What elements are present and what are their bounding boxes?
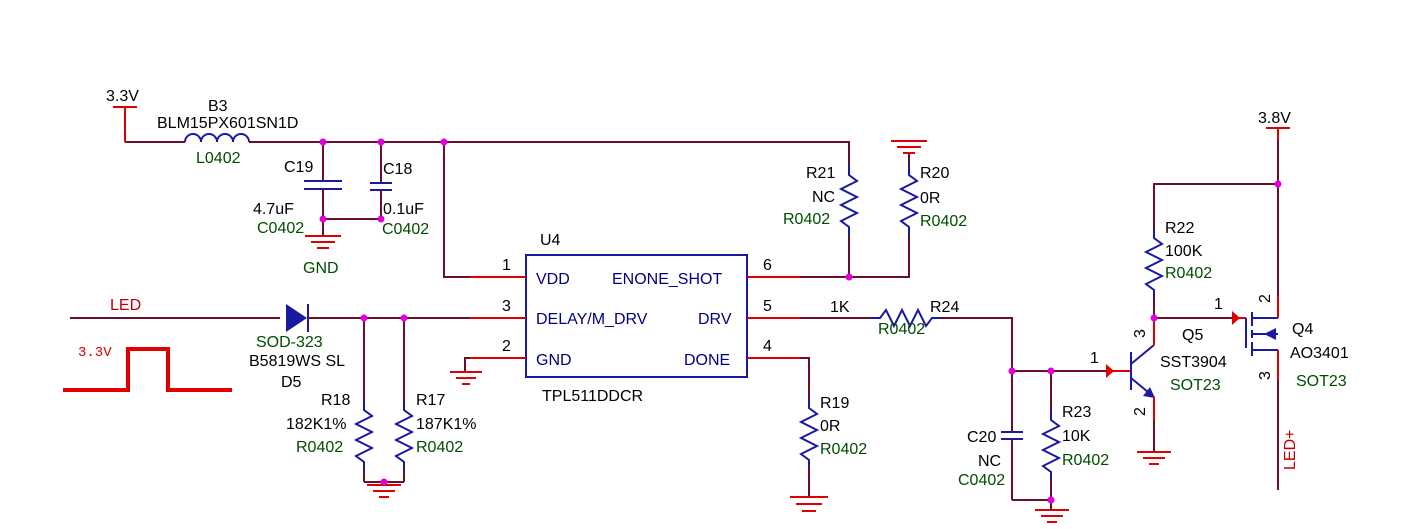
r22-value: 100K (1165, 243, 1203, 260)
c18-ref: C18 (383, 161, 412, 178)
c20-value: NC (978, 453, 1001, 470)
u4-value: TPL511DDCR (542, 388, 643, 405)
transistor-q4: 1 2 3 Q4 AO3401 SOT23 (1214, 294, 1349, 390)
r17-value: 187K1% (416, 416, 477, 433)
c20-ref: C20 (967, 429, 996, 446)
r18-ref: R18 (321, 392, 350, 409)
resistor-r21: R21 NC R0402 (783, 165, 860, 277)
waveform-label: 3.3V (78, 345, 112, 361)
ground-symbol-u4 (450, 371, 482, 385)
q4-pin-2: 2 (1257, 294, 1274, 303)
c20-package: C0402 (958, 472, 1005, 489)
r24-ref: R24 (930, 299, 959, 316)
u4-pin-enone-shot: ENONE_SHOT (612, 271, 722, 288)
b3-ref: B3 (208, 98, 228, 115)
resistor-r19: R19 0R R0402 (798, 395, 867, 497)
u4-pin-num-4: 4 (763, 338, 772, 355)
u4-pin-num-5: 5 (763, 298, 772, 315)
pulse-waveform: 3.3V (63, 345, 232, 392)
q5-value: SST3904 (1160, 354, 1227, 371)
r18-value: 182K1% (286, 416, 347, 433)
q5-pin-2: 2 (1132, 407, 1149, 416)
power-flag-3v8: 3.8V (1258, 110, 1291, 140)
r19-ref: R19 (820, 395, 849, 412)
d5-package: SOD-323 (256, 334, 323, 351)
q5-pin-1: 1 (1090, 350, 1099, 367)
q4-pin-3: 3 (1257, 371, 1274, 380)
r22-ref: R22 (1165, 220, 1194, 237)
diode-d5: SOD-323 B5819WS SL D5 (249, 304, 470, 391)
r20-value: 0R (920, 190, 940, 207)
u4-pin-num-1: 1 (502, 257, 511, 274)
net-label-led: LED (110, 297, 141, 314)
ground-symbol-r19 (790, 496, 828, 512)
capacitor-c19: C19 4.7uF C0402 (253, 142, 342, 237)
q4-pin-1: 1 (1214, 296, 1223, 313)
u4-pin-num-6: 6 (763, 257, 772, 274)
r17-package: R0402 (416, 439, 463, 456)
r20-ref: R20 (920, 165, 949, 182)
junctions (319, 138, 1282, 504)
r19-package: R0402 (820, 441, 867, 458)
power-flag-3v3: 3.3V (106, 88, 139, 142)
c19-ref: C19 (284, 159, 313, 176)
ferrite-b3: B3 BLM15PX601SN1D L0402 (157, 98, 298, 167)
c19-value: 4.7uF (253, 201, 294, 218)
transistor-q5: 1 3 2 Q5 SST3904 SOT23 (1090, 320, 1227, 420)
u4-pin-drv: DRV (698, 311, 732, 328)
u4-pin-gnd: GND (536, 352, 572, 369)
net-label-led-plus: LED+ (1282, 430, 1299, 470)
c19-package: C0402 (257, 220, 304, 237)
r23-ref: R23 (1062, 404, 1091, 421)
q4-value: AO3401 (1290, 345, 1349, 362)
u4-pin-num-2: 2 (502, 338, 511, 355)
u4-pin-delay: DELAY/M_DRV (536, 311, 648, 328)
resistor-r20: R20 0R R0402 (891, 140, 967, 236)
r21-package: R0402 (783, 211, 830, 228)
u4-pin-done: DONE (684, 352, 730, 369)
d5-ref: D5 (281, 374, 302, 391)
q5-package: SOT23 (1170, 377, 1221, 394)
capacitor-c18: C18 0.1uF C0402 (370, 142, 429, 238)
capacitor-c20: C20 NC C0402 (958, 371, 1023, 500)
r24-value: 1K (830, 299, 850, 316)
ground-symbol-r17-r18 (367, 484, 401, 498)
resistor-r23: R23 10K R0402 (1040, 371, 1109, 500)
r21-ref: R21 (806, 165, 835, 182)
b3-package: L0402 (196, 150, 241, 167)
q4-ref: Q4 (1292, 321, 1313, 338)
ground-symbol-q5 (1137, 451, 1171, 465)
gnd-label: GND (303, 260, 339, 277)
resistor-r17: R17 187K1% R0402 (393, 318, 477, 482)
resistor-r24: 1K R24 R0402 (830, 299, 959, 338)
r17-ref: R17 (416, 392, 445, 409)
ground-symbol-gnd: GND (303, 235, 341, 277)
r21-value: NC (812, 189, 835, 206)
d5-value: B5819WS SL (249, 353, 345, 370)
r18-package: R0402 (296, 439, 343, 456)
q5-pin-3: 3 (1132, 329, 1149, 338)
ic-u4: U4 TPL511DDCR 1 VDD 3 DELAY/M_DRV 2 GND … (470, 232, 800, 405)
r23-package: R0402 (1062, 452, 1109, 469)
q4-package: SOT23 (1296, 373, 1347, 390)
u4-ref: U4 (540, 232, 561, 249)
u4-pin-vdd: VDD (536, 271, 570, 288)
net-label-3v8: 3.8V (1258, 110, 1291, 127)
q5-ref: Q5 (1182, 327, 1203, 344)
u4-pin-num-3: 3 (502, 298, 511, 315)
r20-package: R0402 (920, 213, 967, 230)
r22-package: R0402 (1165, 265, 1212, 282)
net-label-3v3: 3.3V (106, 88, 139, 105)
r23-value: 10K (1062, 428, 1091, 445)
resistor-r18: R18 182K1% R0402 (286, 318, 375, 482)
r24-package: R0402 (878, 321, 925, 338)
b3-value: BLM15PX601SN1D (157, 115, 298, 132)
resistor-r22: R22 100K R0402 (1143, 220, 1212, 320)
c18-value: 0.1uF (383, 201, 424, 218)
c18-package: C0402 (382, 221, 429, 238)
r19-value: 0R (820, 418, 840, 435)
